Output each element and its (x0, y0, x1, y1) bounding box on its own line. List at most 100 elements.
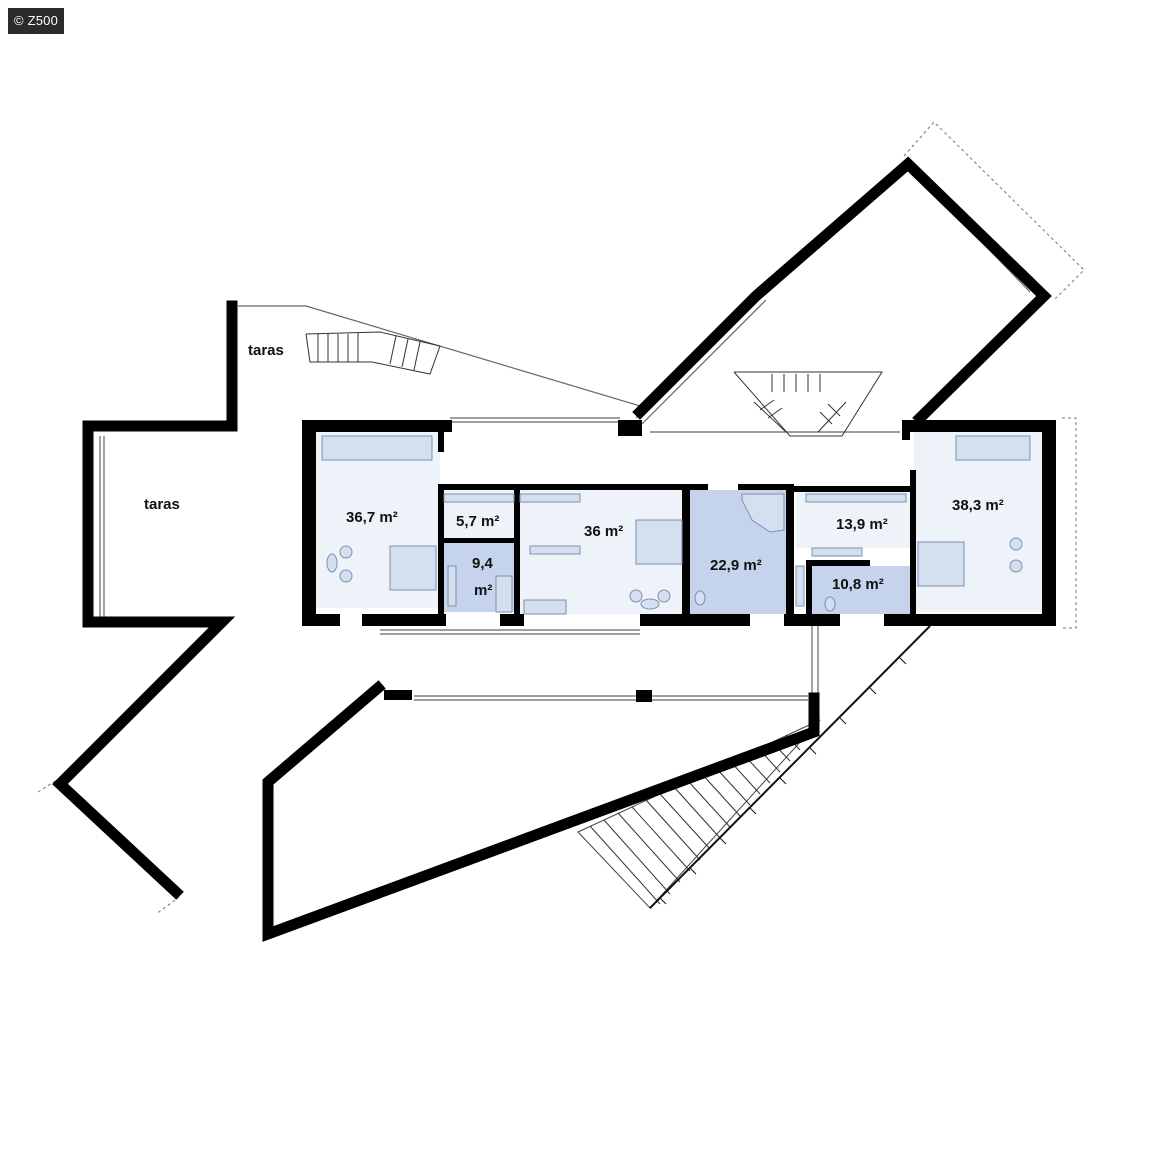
terrace-label-top: taras (248, 342, 284, 359)
wall-part-1 (438, 484, 444, 620)
ramp-hatching (577, 625, 931, 909)
wardrobe-rail-5 (811, 547, 863, 557)
edge-tick (659, 897, 667, 905)
terrace-railing (238, 305, 641, 407)
wall-top-left (302, 420, 452, 432)
furniture (321, 435, 1031, 615)
ramp-line (673, 786, 721, 839)
wall-right (1042, 420, 1056, 626)
wall-top-right (904, 420, 1054, 432)
stair-step (389, 335, 397, 365)
ramp-line (659, 793, 711, 850)
stair-step (767, 407, 783, 419)
stairs (305, 331, 883, 437)
post-1 (618, 420, 642, 436)
edge-tick (809, 747, 817, 755)
wall-part-6 (682, 484, 690, 620)
wall-lower (262, 680, 820, 942)
wall-part-12 (808, 560, 870, 566)
chair-4 (657, 589, 671, 603)
desk-3 (523, 599, 567, 615)
chair-2 (339, 569, 353, 583)
wall-part-11 (910, 486, 916, 620)
ramp-edge-hatch (659, 657, 907, 905)
ramp-line (631, 806, 691, 872)
wall-part-14 (902, 420, 910, 440)
room-wardrobe-1-area: 5,7 m² (456, 513, 499, 530)
bed-2 (635, 519, 683, 565)
bed-3 (917, 541, 965, 587)
wall-part-13 (806, 560, 812, 620)
chair-6 (1009, 559, 1023, 573)
ramp-edge-ticks (649, 625, 931, 909)
wall-bottom-3 (500, 614, 524, 626)
ramp-edge (649, 625, 931, 909)
edge-tick (749, 807, 757, 815)
wall-part-16 (438, 432, 444, 452)
chair-3 (629, 589, 643, 603)
wall-bottom-6 (884, 614, 1056, 626)
wall-part-10 (794, 486, 912, 492)
ramp-line (701, 773, 741, 817)
edge-tick (689, 867, 697, 875)
stair-outline-center (733, 371, 883, 437)
overhang-bottom-left (37, 777, 179, 915)
post-2 (636, 690, 652, 702)
room-bedroom-3-area: 38,3 m² (952, 497, 1004, 514)
overhang-top-right (903, 121, 1085, 301)
ramp-line (617, 812, 681, 883)
corner-bath (741, 493, 785, 533)
wall-bottom-4 (640, 614, 750, 626)
ramp-line (589, 825, 661, 905)
sink-2 (795, 565, 805, 607)
wall-left-terrace (52, 300, 238, 900)
stair-step (401, 338, 409, 368)
wall-part-2 (438, 484, 520, 490)
wall-upper-right (632, 156, 1052, 426)
wall-part-5 (520, 484, 686, 490)
wall-part-9 (786, 484, 794, 620)
wardrobe-rail-3 (529, 545, 581, 555)
room-wardrobe-2-area: 13,9 m² (836, 516, 888, 533)
wall-part-3 (514, 484, 520, 620)
room-bathroom-1-area: 9,4 (472, 555, 494, 572)
room-bedroom-2-area: 36 m² (584, 523, 623, 540)
bed-1 (389, 545, 437, 591)
desk-1 (321, 435, 433, 461)
watermark-badge: © Z500 (8, 8, 65, 34)
wall-bottom-2 (362, 614, 446, 626)
terrace-label-left: taras (144, 496, 180, 513)
wall-bottom-1 (302, 614, 340, 626)
table-1 (326, 553, 338, 573)
wall-part-4 (440, 538, 516, 543)
chair-5 (1009, 537, 1023, 551)
edge-tick (719, 837, 727, 845)
overhang-right (1062, 417, 1077, 629)
edge-tick (779, 777, 787, 785)
edge-tick (839, 717, 847, 725)
post-3 (384, 690, 412, 700)
stair-step (413, 341, 421, 371)
desk-2 (955, 435, 1031, 461)
stair-step (827, 403, 841, 417)
wall-left (302, 420, 316, 626)
ramp-line (687, 780, 731, 828)
walls (302, 420, 1056, 702)
toilet-2 (824, 596, 836, 612)
wall-part-8 (738, 484, 790, 490)
edge-tick (899, 657, 907, 665)
wardrobe-rail-2 (519, 493, 581, 503)
wardrobe-rail-1 (443, 493, 515, 503)
wall-part-15 (910, 470, 916, 488)
wardrobe-rail-4 (805, 493, 907, 503)
wall-part-7 (690, 484, 708, 490)
room-bathroom-1-unit: m² (474, 582, 492, 599)
outer-walls (52, 156, 1052, 942)
stair-step (759, 399, 775, 411)
table-2 (640, 598, 660, 610)
labels: taras taras 36,7 m² 5,7 m² 9,4 m² 36 m² … (144, 342, 1004, 599)
stair-outline-top (305, 331, 441, 375)
chair-1 (339, 545, 353, 559)
sink-1 (447, 565, 457, 607)
